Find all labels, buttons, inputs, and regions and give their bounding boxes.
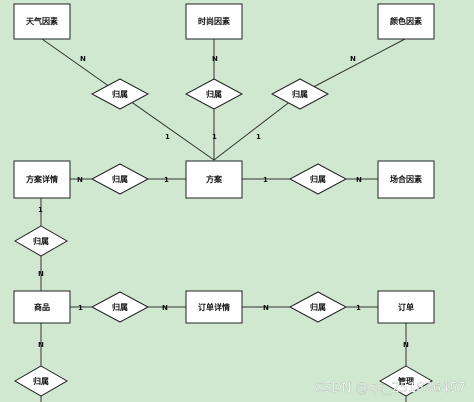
relationship-fashion: 归属 bbox=[184, 78, 244, 110]
card-weather-1: 1 bbox=[165, 133, 170, 141]
entity-order-detail-label: 订单详情 bbox=[198, 302, 230, 312]
entity-product: 商品 bbox=[13, 290, 71, 324]
entity-color: 颜色因素 bbox=[377, 3, 435, 40]
card-product-n-top: N bbox=[38, 270, 44, 278]
relationship-order-bottom: 管理 bbox=[378, 365, 434, 397]
entity-plan-detail-label: 方案详情 bbox=[26, 174, 58, 184]
cardinality-labels: N N N 1 1 1 N 1 1 N 1 N 1 N N 1 N N bbox=[38, 55, 409, 349]
entity-occasion: 场合因素 bbox=[377, 160, 435, 199]
entity-plan: 方案 bbox=[185, 160, 243, 199]
relationship-weather: 归属 bbox=[90, 78, 150, 110]
relationship-occasion-label: 归属 bbox=[310, 174, 326, 184]
card-fashion-n: N bbox=[212, 55, 218, 63]
relationship-product-bottom: 归属 bbox=[13, 365, 69, 397]
relationship-plandetail-plan: 归属 bbox=[90, 163, 150, 195]
card-order-1: 1 bbox=[356, 304, 361, 312]
entity-order: 订单 bbox=[377, 290, 435, 324]
card-plan-1-right: 1 bbox=[263, 176, 268, 184]
card-color-n: N bbox=[350, 55, 356, 63]
card-plan-1-left: 1 bbox=[164, 176, 169, 184]
entity-color-label: 颜色因素 bbox=[390, 16, 422, 26]
entity-order-label: 订单 bbox=[398, 302, 414, 312]
entity-order-detail: 订单详情 bbox=[185, 290, 243, 324]
edge-color-rel bbox=[299, 38, 406, 95]
relationship-plandetail-product-label: 归属 bbox=[33, 236, 49, 246]
edge-rel-plan-weather bbox=[119, 93, 215, 161]
relationship-product-orderdetail: 归属 bbox=[90, 291, 150, 323]
watermark-text: CSDN @qq_251836457 bbox=[314, 381, 466, 396]
relationship-plandetail-plan-label: 归属 bbox=[112, 174, 128, 184]
edge-weather-rel bbox=[41, 38, 121, 95]
relationship-occasion: 归属 bbox=[288, 163, 348, 195]
card-orderdetail-n-left: N bbox=[162, 304, 168, 312]
entity-plan-detail: 方案详情 bbox=[13, 160, 71, 199]
card-weather-n: N bbox=[80, 55, 86, 63]
relationship-orderdetail-order-label: 归属 bbox=[310, 302, 326, 312]
card-color-1: 1 bbox=[256, 133, 261, 141]
card-product-1: 1 bbox=[78, 304, 83, 312]
relationship-plandetail-product: 归属 bbox=[13, 225, 69, 257]
relationship-order-bottom-label: 管理 bbox=[398, 376, 414, 386]
entity-fashion: 时尚因素 bbox=[185, 3, 243, 40]
entity-weather-label: 天气因素 bbox=[26, 16, 58, 26]
entity-occasion-label: 场合因素 bbox=[390, 174, 422, 184]
relationship-weather-label: 归属 bbox=[112, 89, 128, 99]
card-plandetail-n: N bbox=[77, 176, 83, 184]
card-product-n-bottom: N bbox=[38, 341, 44, 349]
card-occasion-n: N bbox=[356, 176, 362, 184]
card-order-n-bottom: N bbox=[403, 341, 409, 349]
relationship-fashion-label: 归属 bbox=[206, 89, 222, 99]
card-plandetail-1: 1 bbox=[38, 206, 43, 214]
card-orderdetail-n-right: N bbox=[263, 304, 269, 312]
relationship-product-bottom-label: 归属 bbox=[33, 376, 49, 386]
relationship-orderdetail-order: 归属 bbox=[288, 291, 348, 323]
entity-weather: 天气因素 bbox=[13, 3, 71, 40]
card-fashion-1: 1 bbox=[212, 133, 217, 141]
entity-product-label: 商品 bbox=[34, 302, 50, 312]
entity-fashion-label: 时尚因素 bbox=[198, 16, 230, 26]
entity-plan-label: 方案 bbox=[206, 174, 223, 184]
relationship-color: 归属 bbox=[270, 78, 330, 110]
edge-rel-plan-color bbox=[213, 93, 301, 161]
relationship-product-orderdetail-label: 归属 bbox=[112, 302, 128, 312]
relationship-color-label: 归属 bbox=[292, 89, 308, 99]
